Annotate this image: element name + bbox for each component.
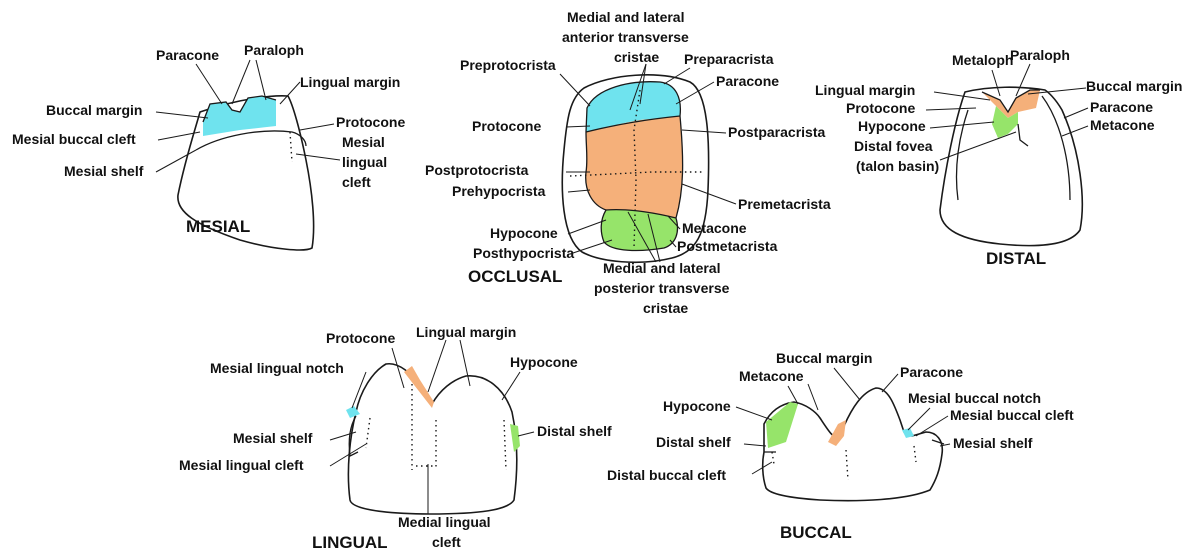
label-paracone: Paracone xyxy=(156,47,219,63)
label-protocone: Protocone xyxy=(472,118,541,134)
label-posterior-transverse-2: posterior transverse xyxy=(594,280,730,296)
label-postmetacrista: Postmetacrista xyxy=(677,238,778,254)
lingual-tooth-outline xyxy=(348,364,516,514)
label-lingual-margin: Lingual margin xyxy=(300,74,400,90)
title-mesial: MESIAL xyxy=(186,217,250,236)
label-premetacrista: Premetacrista xyxy=(738,196,831,212)
label-protocone: Protocone xyxy=(326,330,395,346)
label-mesial-shelf: Mesial shelf xyxy=(953,435,1033,451)
label-mesial-lingual-notch: Mesial lingual notch xyxy=(210,360,344,376)
label-mesial-lingual-cleft-1: Mesial xyxy=(342,134,385,150)
label-medial-lingual-cleft-1: Medial lingual xyxy=(398,514,491,530)
label-paracone: Paracone xyxy=(716,73,779,89)
label-mesial-buccal-notch: Mesial buccal notch xyxy=(908,390,1041,406)
title-buccal: BUCCAL xyxy=(780,523,852,542)
label-distal-shelf: Distal shelf xyxy=(656,434,731,450)
label-paracone: Paracone xyxy=(1090,99,1153,115)
label-prehypocrista: Prehypocrista xyxy=(452,183,546,199)
occlusal-view: Medial and lateral anterior transverse c… xyxy=(425,9,831,316)
label-paraloph: Paraloph xyxy=(1010,47,1070,63)
label-distal-fovea-2: (talon basin) xyxy=(856,158,939,174)
title-distal: DISTAL xyxy=(986,249,1046,268)
buccal-view: Buccal margin Metacone Paracone Mesial b… xyxy=(607,350,1074,542)
label-hypocone: Hypocone xyxy=(490,225,558,241)
label-posthypocrista: Posthypocrista xyxy=(473,245,574,261)
mesial-view: Paracone Paraloph Lingual margin Buccal … xyxy=(12,42,405,250)
label-paracone: Paracone xyxy=(900,364,963,380)
label-anterior-transverse-1: Medial and lateral xyxy=(567,9,684,25)
label-preprotocrista: Preprotocrista xyxy=(460,57,556,73)
label-mesial-shelf: Mesial shelf xyxy=(64,163,144,179)
lingual-view: Protocone Lingual margin Hypocone Mesial… xyxy=(179,324,612,552)
label-buccal-margin: Buccal margin xyxy=(1086,78,1182,94)
label-metacone: Metacone xyxy=(682,220,747,236)
label-medial-lingual-cleft-2: cleft xyxy=(432,534,461,550)
title-lingual: LINGUAL xyxy=(312,533,388,552)
label-preparacrista: Preparacrista xyxy=(684,51,774,67)
label-lingual-margin: Lingual margin xyxy=(416,324,516,340)
label-metacone: Metacone xyxy=(739,368,804,384)
label-protocone: Protocone xyxy=(336,114,405,130)
label-mesial-lingual-cleft-2: lingual xyxy=(342,154,387,170)
label-hypocone: Hypocone xyxy=(663,398,731,414)
label-hypocone: Hypocone xyxy=(510,354,578,370)
label-paraloph: Paraloph xyxy=(244,42,304,58)
label-mesial-buccal-cleft: Mesial buccal cleft xyxy=(12,131,136,147)
label-anterior-transverse-3: cristae xyxy=(614,49,659,65)
label-buccal-margin: Buccal margin xyxy=(46,102,142,118)
occlusal-protocone-metacone-fill xyxy=(586,116,683,218)
label-mesial-lingual-cleft-3: cleft xyxy=(342,174,371,190)
label-distal-buccal-cleft: Distal buccal cleft xyxy=(607,467,726,483)
label-metaloph: Metaloph xyxy=(952,52,1013,68)
label-mesial-shelf: Mesial shelf xyxy=(233,430,313,446)
label-distal-shelf: Distal shelf xyxy=(537,423,612,439)
label-buccal-margin: Buccal margin xyxy=(776,350,872,366)
title-occlusal: OCCLUSAL xyxy=(468,267,562,286)
label-postprotocrista: Postprotocrista xyxy=(425,162,529,178)
label-posterior-transverse-3: cristae xyxy=(643,300,688,316)
label-postparacrista: Postparacrista xyxy=(728,124,825,140)
label-protocone: Protocone xyxy=(846,100,915,116)
label-distal-fovea-1: Distal fovea xyxy=(854,138,933,154)
label-posterior-transverse-1: Medial and lateral xyxy=(603,260,720,276)
label-lingual-margin: Lingual margin xyxy=(815,82,915,98)
distal-view: Metaloph Paraloph Lingual margin Buccal … xyxy=(815,47,1182,268)
label-hypocone: Hypocone xyxy=(858,118,926,134)
label-anterior-transverse-2: anterior transverse xyxy=(562,29,689,45)
label-metacone: Metacone xyxy=(1090,117,1155,133)
label-mesial-lingual-cleft: Mesial lingual cleft xyxy=(179,457,304,473)
label-mesial-buccal-cleft: Mesial buccal cleft xyxy=(950,407,1074,423)
